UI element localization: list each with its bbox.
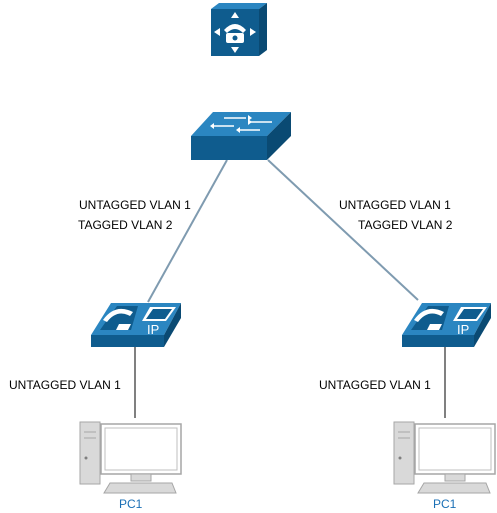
link-right-label-tagged: TAGGED VLAN 2 [358, 218, 453, 232]
ip-phone-right-icon: IP [402, 303, 491, 347]
switch-icon [191, 112, 291, 160]
link-left-label-untagged: UNTAGGED VLAN 1 [79, 198, 191, 212]
ip-phone-left-icon: IP [91, 303, 181, 347]
link-right-label-untagged: UNTAGGED VLAN 1 [339, 198, 451, 212]
link-switch-phone-left [147, 159, 228, 303]
pc-right-link-label: UNTAGGED VLAN 1 [319, 378, 431, 392]
link-left-label-tagged: TAGGED VLAN 2 [78, 218, 173, 232]
pc-left-link-label: UNTAGGED VLAN 1 [9, 378, 121, 392]
pc-left-icon [79, 421, 182, 494]
pc-right-label: PC1 [433, 497, 457, 511]
pc-left-label: PC1 [119, 497, 143, 511]
pc-right-icon [393, 421, 496, 494]
ip-phone-right-text: IP [457, 322, 469, 337]
ip-phone-left-text: IP [147, 322, 159, 337]
link-switch-phone-right [267, 159, 419, 301]
pbx-phone-icon [211, 3, 267, 56]
